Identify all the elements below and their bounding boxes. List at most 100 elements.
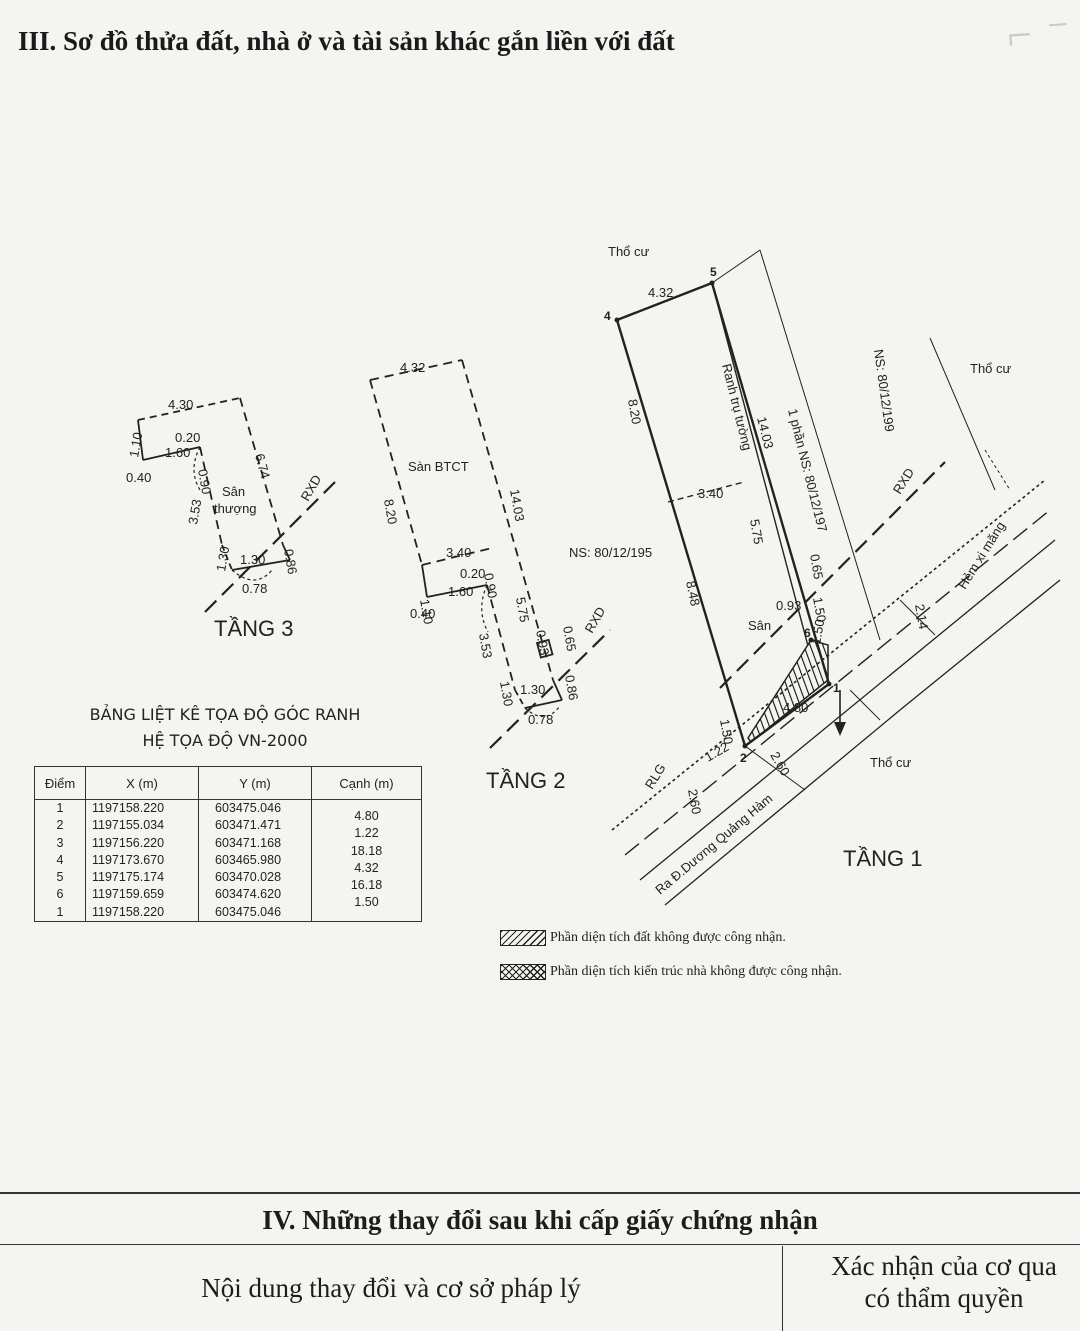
- f1-san: Sân: [748, 618, 771, 633]
- f2-dim-0.78: 0.78: [528, 712, 553, 727]
- point-cell: 6: [56, 887, 64, 902]
- point-cell: 2: [56, 818, 64, 833]
- f1-dim-5.75: 5.75: [747, 518, 766, 546]
- point-cell: 3: [56, 835, 64, 850]
- edge-cell: 1.22: [354, 826, 379, 841]
- f1-dim-4.32: 4.32: [648, 285, 673, 300]
- f2-dim-4.32: 4.32: [400, 360, 425, 375]
- point-2: 2: [740, 751, 747, 765]
- point-cell: 1: [56, 801, 64, 815]
- f2-dim-5.75: 5.75: [513, 596, 532, 624]
- edge-cell: 16.18: [350, 878, 383, 893]
- f3-dim-4.30: 4.30: [168, 397, 193, 412]
- f3-dim-3.53: 3.53: [185, 498, 204, 526]
- f1-dim-0.93: 0.93: [776, 598, 801, 613]
- f1-ns-199: NS: 80/12/199: [871, 348, 897, 432]
- floor-3-plan: [137, 397, 336, 613]
- f3-dim-0.78: 0.78: [242, 581, 267, 596]
- point-1: 1: [833, 681, 840, 695]
- plan-mark: [709, 280, 715, 286]
- f3-dim-1.10: 1.10: [126, 431, 145, 459]
- f3-dim-0.40: 0.40: [126, 470, 151, 485]
- f1-ranh: Ranh trụ tường: [719, 362, 755, 452]
- f2-dim-1.30b: 1.30: [520, 682, 545, 697]
- section-3-title: III. Sơ đồ thửa đất, nhà ở và tài sản kh…: [18, 26, 675, 56]
- y-cell: 603474.620: [215, 887, 282, 902]
- y-column: 603475.046 603471.471 603471.168 603465.…: [198, 799, 312, 922]
- coord-table-title: BẢNG LIỆT KÊ TỌA ĐỘ GÓC RANH: [89, 705, 361, 724]
- x-cell: 1197175.174: [92, 870, 165, 885]
- f1-rxd: RXD: [890, 465, 917, 496]
- f2-dim-0.65: 0.65: [560, 625, 579, 653]
- y-cell: 603465.980: [215, 852, 282, 867]
- f3-area-line2: thượng: [214, 501, 257, 516]
- authority-confirmation-header: Xác nhận của cơ qua có thẩm quyền: [784, 1250, 1080, 1314]
- f2-dim-0.90: 0.90: [481, 572, 500, 600]
- changes-content-header: Nội dung thay đổi và cơ sở pháp lý: [0, 1246, 783, 1331]
- f1-dim-1.50a: 1.50: [810, 596, 829, 624]
- f1-ns-195: NS: 80/12/195: [569, 545, 652, 560]
- point-cell: 5: [56, 870, 64, 885]
- floor-2-plan: [369, 359, 611, 749]
- legend-building: Phần diện tích kiến trúc nhà không được …: [500, 964, 842, 980]
- f3-dim-1.30b: 1.30: [240, 552, 265, 567]
- f3-dim-1.30a: 1.30: [213, 545, 232, 573]
- col-header-x: X (m): [85, 766, 199, 800]
- f2-area: Sàn BTCT: [408, 459, 469, 474]
- x-cell: 1197158.220: [92, 904, 165, 919]
- x-cell: 1197158.220: [92, 801, 165, 815]
- floor-2-labels: 4.32 8.20 14.03 3.40 1.10 0.20 0.40 1.60…: [381, 360, 608, 793]
- f1-dim-3.40: 3.40: [698, 486, 723, 501]
- f3-dim-0.20: 0.20: [175, 430, 200, 445]
- section-4: IV. Những thay đổi sau khi cấp giấy chứn…: [0, 1192, 1080, 1331]
- point-cell: 4: [56, 852, 64, 867]
- legend-building-text: Phần diện tích kiến trúc nhà không được …: [550, 964, 842, 979]
- f3-dim-6.74: 6.74: [252, 452, 273, 480]
- f2-dim-1.30a: 1.30: [497, 680, 516, 708]
- hatch-swatch-icon: [500, 930, 546, 946]
- col-header-edge: Cạnh (m): [311, 766, 422, 800]
- f2-rxd: RXD: [582, 604, 609, 635]
- f1-tho-cu-right: Thổ cư: [970, 361, 1012, 376]
- f1-dim-2.60b: 2.60: [767, 749, 793, 778]
- point-6: 6: [804, 626, 811, 640]
- f1-hem-xi-mang: Hẻm xi măng: [955, 519, 1008, 592]
- f2-dim-3.53: 3.53: [476, 632, 495, 660]
- edge-cell: 1.50: [354, 895, 379, 910]
- f3-dim-1.60: 1.60: [165, 445, 190, 460]
- floor-3-labels: 4.30 1.10 0.40 0.20 1.60 0.90 6.74 3.53 …: [126, 397, 324, 641]
- y-cell: 603471.168: [215, 835, 282, 850]
- floor-1-plan: [611, 249, 1061, 906]
- y-cell: 603475.046: [215, 801, 282, 815]
- floor-1-points: 4 5 6 1 2: [604, 265, 840, 765]
- authority-line-1: Xác nhận của cơ qua: [831, 1251, 1057, 1281]
- f1-dim-2.14: 2.14: [912, 603, 931, 631]
- f1-ns-197: 1 phần NS: 80/12/197: [785, 407, 830, 533]
- y-cell: 603471.471: [215, 818, 282, 833]
- floor-1-label: TẦNG 1: [843, 846, 922, 871]
- legend-land-text: Phần diện tích đất không được công nhận.: [550, 930, 786, 945]
- f2-dim-0.40: 0.40: [410, 606, 435, 621]
- f2-dim-0.86: 0.86: [562, 674, 581, 702]
- f2-dim-3.40: 3.40: [446, 545, 471, 560]
- f1-dim-0.65: 0.65: [807, 553, 826, 581]
- plan-mark: [742, 743, 748, 749]
- f1-dim-1.50b: 1.50: [808, 618, 827, 646]
- x-cell: 1197155.034: [92, 818, 165, 833]
- f3-dim-0.90: 0.90: [195, 468, 214, 496]
- authority-line-2: có thẩm quyền: [864, 1283, 1024, 1313]
- coordinate-table: Điểm X (m) Y (m) Cạnh (m) 1 2 3 4 5 6 1 …: [34, 766, 422, 922]
- plan-mark: [826, 681, 832, 687]
- coord-table-subtitle: HỆ TỌA ĐỘ VN-2000: [142, 731, 308, 750]
- crosshatch-swatch-icon: [500, 964, 546, 980]
- floor-2-label: TẦNG 2: [486, 768, 565, 793]
- points-column: 1 2 3 4 5 6 1: [34, 799, 86, 922]
- plan-mark: [614, 317, 620, 323]
- f1-dim-4.80: 4.80: [783, 700, 808, 715]
- floor-1-labels: Thổ cư Thổ cư Thổ cư NS: 80/12/195 NS: 8…: [569, 244, 1012, 897]
- f1-tho-cu-top: Thổ cư: [608, 244, 650, 259]
- y-cell: 603475.046: [215, 904, 282, 919]
- edge-cell: 4.80: [354, 809, 379, 823]
- f3-area-line1: Sân: [222, 484, 245, 499]
- f2-dim-0.93: 0.93: [533, 629, 552, 657]
